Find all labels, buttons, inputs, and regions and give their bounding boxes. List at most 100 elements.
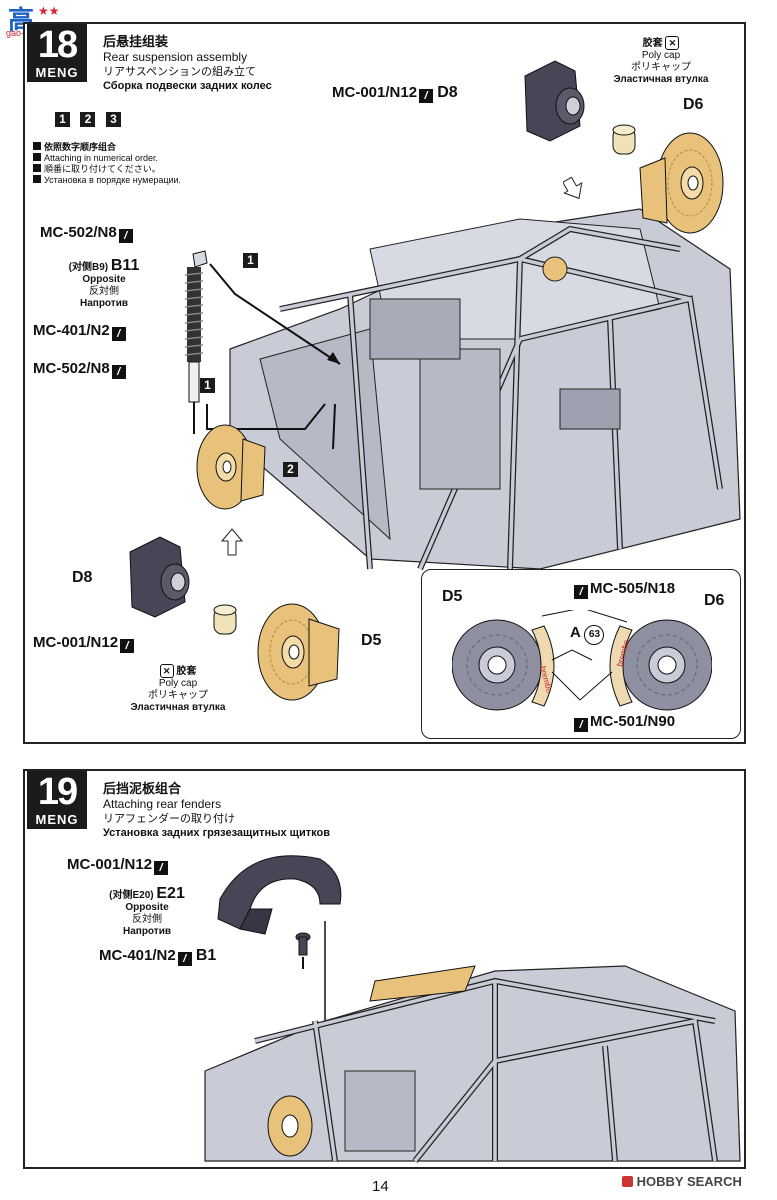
label-text: MC-401/N2 [33, 322, 110, 339]
brush-icon: / [120, 639, 135, 653]
polycap-bottom-label: ✕ 胶套 Poly cap ポリキャップ Эластичная втулка [103, 664, 253, 714]
label-mc502-bottom: MC-502/N8/ [33, 360, 126, 379]
lang-mark-ru [33, 175, 41, 183]
order-note-zh: 依照数字顺序组合 [44, 142, 117, 152]
inset-mc501: /MC-501/N90 [574, 713, 675, 732]
order-note-en: Attaching in numerical order. [44, 153, 159, 163]
label-text: MC-505/N18 [590, 580, 676, 597]
no-glue-icon: ✕ [159, 664, 174, 678]
title-ja: リアサスペンションの組み立て [103, 66, 257, 78]
order-note: 依照数字顺序组合 Attaching in numerical order. 順… [33, 142, 263, 186]
step-arrow-1b: 1 [200, 376, 215, 394]
polycap-en: Poly cap [158, 678, 198, 689]
lang-mark-zh [33, 142, 41, 150]
order-box-1: 1 [55, 112, 70, 127]
brush-icon: / [574, 585, 588, 599]
b11-opp-ja: 反対側 [89, 286, 119, 297]
order-box-2: 2 [80, 112, 96, 127]
page-number: 14 [372, 1178, 389, 1195]
b11-opp-en: Opposite [82, 274, 126, 285]
label-text: MC-501/N90 [590, 713, 676, 730]
label-text: MC-001/N12 [67, 856, 153, 873]
inset-label-a: A 63 [570, 624, 605, 645]
title-ru: Сборка подвески задних колес [103, 80, 272, 92]
label-text: MC-001/N12 [332, 84, 418, 101]
step-18-panel: 18 MENG 后悬挂组装 Rear suspension assembly リ… [23, 22, 746, 744]
label-mc001-top: MC-001/N12/ D8 [332, 84, 458, 103]
step-19-badge: 19 MENG [27, 771, 87, 829]
order-box-3: 3 [105, 112, 121, 127]
label-text: MC-502/N8 [33, 360, 110, 377]
inset-part-d5: D5 [442, 588, 463, 605]
screw-b1 [295, 932, 311, 969]
shock-absorber-b11 [184, 250, 208, 434]
title-ru: Установка задних грязезащитных щитков [103, 827, 330, 839]
brush-icon: / [419, 89, 434, 103]
label-mc502-top: MC-502/N8/ [40, 224, 133, 243]
b11-opp-zh: (对侧B9) [68, 262, 109, 273]
part-b1: B1 [195, 947, 217, 964]
label-b11-group: (对侧B9) B11 Opposite 反対側 Напротив [49, 257, 159, 310]
step-18-titles: 后悬挂组装 Rear suspension assembly リアサスペンション… [103, 34, 403, 93]
step-number: 19 [37, 771, 78, 813]
brake-disc-d6-top [639, 132, 724, 234]
chassis-illustration-19 [204, 965, 741, 1163]
hub-d8-top [524, 60, 585, 142]
hobby-search-logo-icon [622, 1176, 633, 1187]
brake-disc-d5-bottom [257, 603, 340, 701]
label-e21-group: (对侧E20) E21 Opposite 反対側 Напротив [87, 886, 207, 938]
title-en: Rear suspension assembly [103, 50, 248, 64]
paint-guide-inset: D5 D6 /MC-505/N18 A 63 /MC-501/N90 bremb… [421, 569, 741, 739]
step-19-panel: 19 MENG 后挡泥板组合 Attaching rear fenders リア… [23, 769, 746, 1169]
title-zh: 后悬挂组装 [103, 34, 169, 49]
brush-icon: / [574, 718, 588, 732]
part-d8-top: D8 [437, 84, 458, 101]
part-d8-bottom: D8 [72, 569, 93, 586]
assembly-arrows [206, 263, 341, 450]
b11-opp-ru: Напротив [80, 298, 128, 309]
brand-logo: MENG [35, 812, 79, 827]
title-en: Attaching rear fenders [103, 797, 222, 811]
label-text: MC-401/N2 [99, 947, 176, 964]
numbox: 1 [200, 378, 215, 393]
polycap-ru: Эластичная втулка [613, 74, 709, 85]
label-text: MC-001/N12 [33, 634, 119, 651]
label-text: MC-502/N8 [40, 224, 117, 241]
step-18-badge: 18 MENG [27, 24, 87, 82]
polycap-zh: 胶套 [642, 38, 663, 49]
label-mc001-bottom: MC-001/N12/ [33, 634, 135, 653]
step-arrow-2: 2 [283, 460, 298, 478]
title-zh: 后挡泥板组合 [103, 781, 182, 796]
a-circle: 63 [584, 625, 605, 645]
chassis-illustration [229, 208, 741, 571]
title-ja: リアフェンダーの取り付け [103, 813, 235, 825]
numbox: 1 [243, 253, 258, 268]
order-note-ru: Установка в порядке нумерации. [44, 175, 182, 185]
inset-discs: brembo brembo [452, 610, 712, 711]
numbox: 2 [283, 462, 298, 477]
polycap-ja: ポリキャップ [631, 62, 691, 73]
rear-fender-e21 [217, 855, 342, 935]
e21-opp-zh: (对侧E20) [109, 890, 154, 901]
up-arrow-icon [221, 528, 243, 556]
polycap-top-label: 胶套 ✕ Poly cap ポリキャップ Эластичная втулка [591, 36, 731, 86]
part-b11: B11 [110, 257, 140, 274]
part-d5-bottom: D5 [361, 632, 382, 649]
order-boxes: 1 2 3 [55, 110, 121, 128]
brush-icon: / [111, 365, 126, 379]
label-mc401-b1: MC-401/N2/ B1 [99, 947, 216, 966]
label-mc401: MC-401/N2/ [33, 322, 126, 341]
brush-icon: / [118, 229, 133, 243]
order-note-ja: 順番に取り付けてください。 [44, 164, 161, 174]
brake-disc-installed [196, 424, 266, 510]
no-glue-icon: ✕ [665, 36, 680, 50]
step-number: 18 [37, 24, 78, 66]
inset-part-d6: D6 [704, 592, 725, 609]
polycap-ja: ポリキャップ [148, 690, 208, 701]
e21-opp-ja: 反対側 [132, 914, 162, 925]
watermark-stars-icon: ★★ [38, 4, 60, 18]
lang-mark-en [33, 153, 41, 161]
e21-opp-ru: Напротив [123, 926, 171, 937]
a-letter: A [570, 624, 581, 641]
polycap-ru: Эластичная втулка [130, 702, 226, 713]
